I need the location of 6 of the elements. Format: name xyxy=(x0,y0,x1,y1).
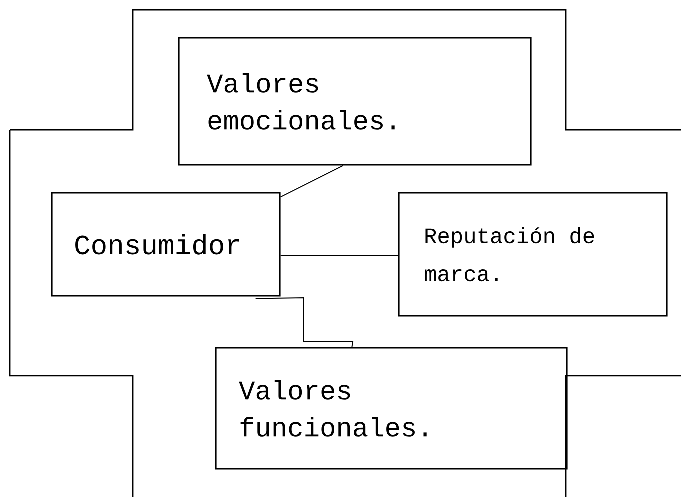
connector-line xyxy=(255,297,354,348)
text-box: Valores emocionales. xyxy=(178,37,532,166)
text-box: Reputación de marca. xyxy=(398,192,668,317)
text-box: Consumidor xyxy=(51,192,281,297)
connector-line xyxy=(280,165,344,198)
text-box: Valores funcionales. xyxy=(215,347,568,470)
